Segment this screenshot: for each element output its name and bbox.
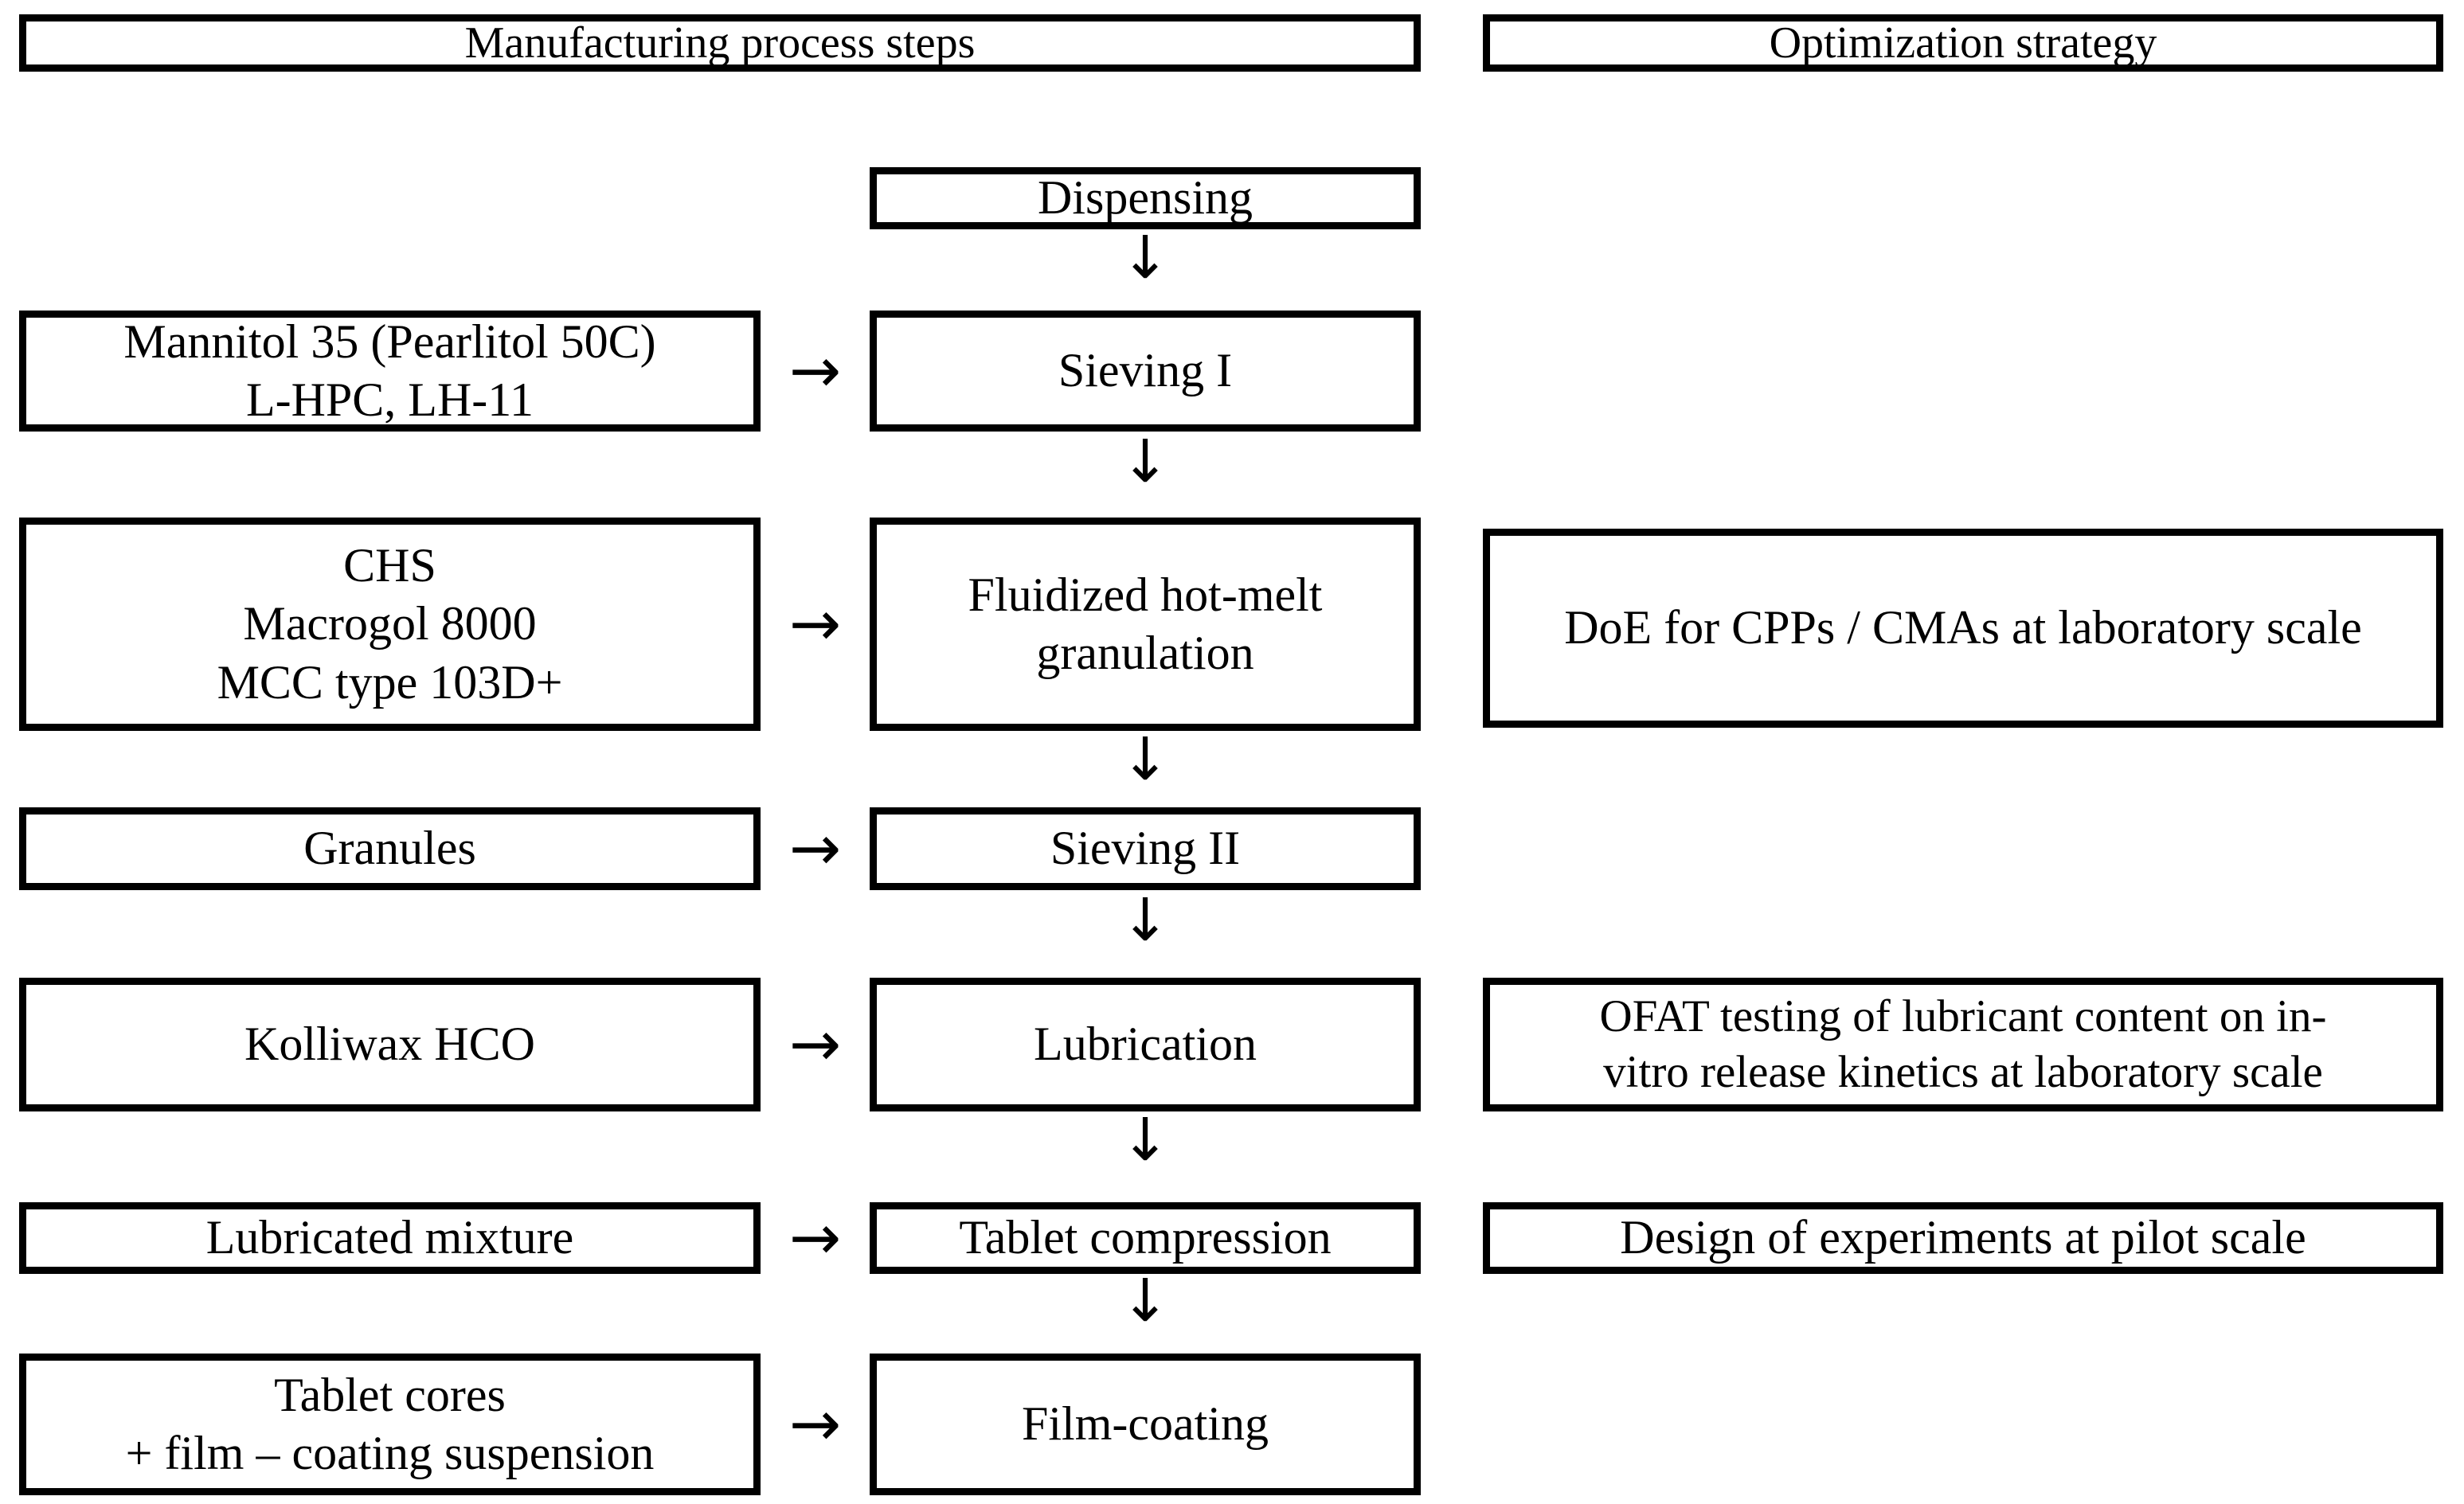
- material-box-tablet-cores[interactable]: Tablet cores + film – coating suspension: [19, 1354, 761, 1495]
- strategy-box-ofat-lubricant[interactable]: OFAT testing of lubricant content on in-…: [1483, 978, 2443, 1111]
- arrow-down-glyph: ↓: [1120, 1106, 1170, 1174]
- arrow-lubricated-mixture-to-compression: →: [761, 1202, 870, 1274]
- arrow-sieving-2-to-lubrication: ↓: [870, 891, 1421, 950]
- process-box-lubrication-label: Lubrication: [1034, 1018, 1257, 1071]
- process-box-dispensing-label: Dispensing: [1038, 171, 1253, 225]
- process-box-fluidized-hot-melt-granulation[interactable]: Fluidized hot-melt granulation: [870, 518, 1421, 731]
- arrow-granules-to-sieving-2: →: [761, 813, 870, 885]
- material-box-chs-label: CHS Macrogol 8000 MCC type 103D+: [37, 537, 742, 712]
- arrow-compression-to-film-coating: ↓: [870, 1272, 1421, 1330]
- material-box-tablet-cores-line-2: + film – coating suspension: [125, 1427, 655, 1479]
- material-box-tablet-cores-line-1: Tablet cores: [274, 1368, 506, 1421]
- arrow-mannitol-to-sieving-1: →: [761, 335, 870, 407]
- arrow-right-glyph: →: [788, 1389, 842, 1460]
- strategy-box-ofat-label: OFAT testing of lubricant content on in-…: [1501, 989, 2425, 1100]
- arrow-down-glyph: ↓: [1120, 1267, 1170, 1335]
- material-box-tablet-cores-label: Tablet cores + film – coating suspension: [37, 1366, 742, 1483]
- strategy-box-doe-pilot-scale[interactable]: Design of experiments at pilot scale: [1483, 1202, 2443, 1274]
- material-box-mannitol-label: Mannitol 35 (Pearlitol 50C) L-HPC, LH-11: [37, 313, 742, 429]
- material-box-lubricated-mixture[interactable]: Lubricated mixture: [19, 1202, 761, 1274]
- arrow-right-glyph: →: [788, 335, 842, 407]
- strategy-box-ofat-line-1: OFAT testing of lubricant content on in-: [1599, 991, 2327, 1042]
- process-box-granulation-label: Fluidized hot-melt granulation: [888, 566, 1402, 682]
- material-box-chs-line-2: Macrogol 8000: [243, 597, 537, 650]
- process-box-tablet-compression[interactable]: Tablet compression: [870, 1202, 1421, 1274]
- arrow-lubrication-to-compression: ↓: [870, 1111, 1421, 1170]
- material-box-chs-macrogol-mcc[interactable]: CHS Macrogol 8000 MCC type 103D+: [19, 518, 761, 731]
- strategy-box-ofat-line-2: vitro release kinetics at laboratory sca…: [1603, 1047, 2323, 1097]
- arrow-chs-to-granulation: →: [761, 588, 870, 660]
- arrow-down-glyph: ↓: [1120, 224, 1170, 292]
- strategy-box-doe-label: DoE for CPPs / CMAs at laboratory scale: [1564, 601, 2362, 654]
- arrow-tablet-cores-to-film-coating: →: [761, 1389, 870, 1460]
- process-box-film-coating-label: Film-coating: [1022, 1397, 1269, 1451]
- arrow-down-glyph: ↓: [1120, 725, 1170, 794]
- material-box-mannitol-line-2: L-HPC, LH-11: [245, 373, 534, 426]
- header-optimization-strategy: Optimization strategy: [1483, 14, 2443, 72]
- material-box-chs-line-1: CHS: [343, 539, 436, 592]
- process-box-sieving-1[interactable]: Sieving I: [870, 311, 1421, 432]
- material-box-lubricated-mixture-label: Lubricated mixture: [205, 1211, 574, 1264]
- process-box-film-coating[interactable]: Film-coating: [870, 1354, 1421, 1495]
- arrow-sieving-1-to-granulation: ↓: [870, 432, 1421, 491]
- process-box-lubrication[interactable]: Lubrication: [870, 978, 1421, 1111]
- arrow-right-glyph: →: [788, 1009, 842, 1080]
- material-box-granules-label: Granules: [303, 822, 476, 875]
- process-box-dispensing[interactable]: Dispensing: [870, 167, 1421, 229]
- process-box-granulation-line-2: granulation: [1036, 627, 1254, 679]
- material-box-granules[interactable]: Granules: [19, 807, 761, 890]
- arrow-right-glyph: →: [788, 588, 842, 660]
- arrow-down-glyph: ↓: [1120, 428, 1170, 496]
- process-box-tablet-compression-label: Tablet compression: [959, 1211, 1332, 1264]
- material-box-kolliwax-hco[interactable]: Kolliwax HCO: [19, 978, 761, 1111]
- process-box-granulation-line-1: Fluidized hot-melt: [968, 568, 1323, 621]
- material-box-kolliwax-label: Kolliwax HCO: [244, 1018, 535, 1071]
- arrow-dispensing-to-sieving-1: ↓: [870, 229, 1421, 287]
- header-left-label: Manufacturing process steps: [464, 18, 976, 68]
- arrow-right-glyph: →: [788, 1202, 842, 1274]
- strategy-box-doe-laboratory-scale[interactable]: DoE for CPPs / CMAs at laboratory scale: [1483, 529, 2443, 728]
- arrow-kolliwax-to-lubrication: →: [761, 1009, 870, 1080]
- material-box-mannitol[interactable]: Mannitol 35 (Pearlitol 50C) L-HPC, LH-11: [19, 311, 761, 432]
- arrow-granulation-to-sieving-2: ↓: [870, 730, 1421, 789]
- header-manufacturing-process-steps: Manufacturing process steps: [19, 14, 1421, 72]
- process-box-sieving-1-label: Sieving I: [1058, 344, 1233, 397]
- process-box-sieving-2-label: Sieving II: [1050, 822, 1241, 875]
- process-box-sieving-2[interactable]: Sieving II: [870, 807, 1421, 890]
- arrow-down-glyph: ↓: [1120, 886, 1170, 955]
- arrow-right-glyph: →: [788, 813, 842, 885]
- strategy-box-pilot-label: Design of experiments at pilot scale: [1620, 1211, 2306, 1264]
- material-box-chs-line-3: MCC type 103D+: [217, 655, 563, 709]
- material-box-mannitol-line-1: Mannitol 35 (Pearlitol 50C): [123, 314, 656, 368]
- header-right-label: Optimization strategy: [1769, 18, 2157, 68]
